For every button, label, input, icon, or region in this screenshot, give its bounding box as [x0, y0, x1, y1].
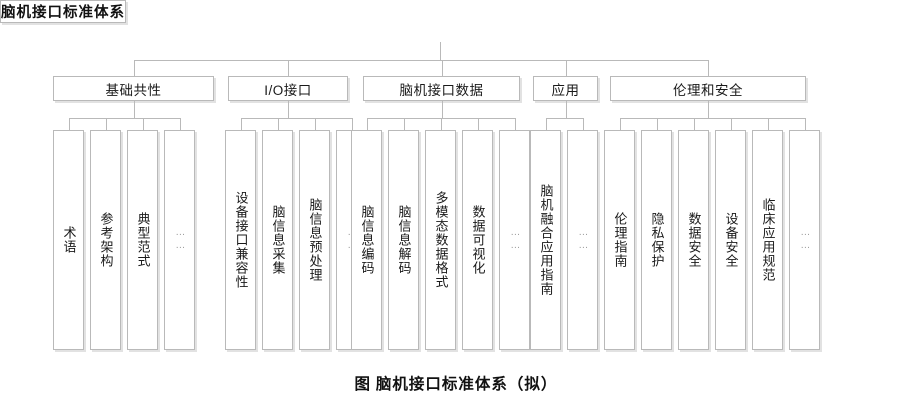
leaf-label: 脑信息采集 [270, 205, 286, 275]
leaf-label: 隐私保护 [649, 212, 665, 268]
connector-to-leaf-bci-data-2 [440, 118, 442, 130]
connector-group-bus-ethics-security [619, 118, 805, 119]
leaf-ellipsis-label: …… [509, 227, 521, 253]
category-node-io-interface[interactable]: I/O接口 [228, 76, 348, 101]
leaf-node-basic-common-3[interactable]: …… [164, 130, 195, 350]
leaf-node-bci-data-1[interactable]: 脑信息解码 [388, 130, 419, 350]
leaf-label: 脑机融合应用指南 [538, 184, 554, 296]
connector-to-leaf-bci-data-1 [403, 118, 405, 130]
connector-to-leaf-ethics-security-5 [804, 118, 806, 130]
leaf-label: 数据可视化 [470, 205, 486, 275]
leaf-label: 多模态数据格式 [433, 191, 449, 289]
connector-to-leaf-basic-common-2 [142, 118, 144, 130]
connector-category-stem-bci-data [441, 101, 443, 118]
connector-category-stem-basic-common [133, 101, 135, 118]
leaf-node-io-interface-0[interactable]: 设备接口兼容性 [225, 130, 256, 350]
leaf-label: 典型范式 [135, 212, 151, 268]
leaf-label: 设备接口兼容性 [233, 191, 249, 289]
leaf-node-ethics-security-3[interactable]: 设备安全 [715, 130, 746, 350]
connector-to-leaf-bci-data-4 [514, 118, 516, 130]
leaf-node-basic-common-1[interactable]: 参考架构 [90, 130, 121, 350]
leaf-node-bci-data-3[interactable]: 数据可视化 [462, 130, 493, 350]
connector-to-leaf-application-0 [545, 118, 547, 130]
category-node-bci-data[interactable]: 脑机接口数据 [363, 76, 520, 101]
leaf-label: 伦理指南 [612, 212, 628, 268]
connector-to-leaf-io-interface-3 [351, 118, 353, 130]
leaf-node-ethics-security-4[interactable]: 临床应用规范 [752, 130, 783, 350]
leaf-ellipsis-label: …… [799, 227, 811, 253]
leaf-node-bci-data-4[interactable]: …… [499, 130, 530, 350]
connector-category-stem-ethics-security [708, 101, 709, 118]
leaf-node-ethics-security-1[interactable]: 隐私保护 [641, 130, 672, 350]
leaf-node-io-interface-2[interactable]: 脑信息预处理 [299, 130, 330, 350]
leaf-node-basic-common-2[interactable]: 典型范式 [127, 130, 158, 350]
connector-to-leaf-bci-data-3 [477, 118, 479, 130]
connector-to-leaf-basic-common-0 [68, 118, 70, 130]
category-node-basic-common[interactable]: 基础共性 [53, 76, 214, 101]
connector-to-leaf-ethics-security-0 [619, 118, 621, 130]
connector-to-leaf-ethics-security-1 [656, 118, 658, 130]
connector-top-bus [133, 60, 708, 61]
connector-to-category-application [565, 60, 567, 76]
leaf-ellipsis-label: …… [174, 227, 186, 253]
connector-to-leaf-io-interface-0 [240, 118, 242, 130]
connector-group-bus-io-interface [240, 118, 352, 119]
connector-to-leaf-ethics-security-3 [730, 118, 732, 130]
leaf-label: 脑信息编码 [359, 205, 375, 275]
leaf-node-basic-common-0[interactable]: 术语 [53, 130, 84, 350]
connector-to-leaf-ethics-security-4 [767, 118, 769, 130]
figure-caption: 图 脑机接口标准体系（拟） [354, 376, 558, 393]
connector-to-leaf-io-interface-2 [314, 118, 316, 130]
connector-to-leaf-io-interface-1 [277, 118, 279, 130]
connector-to-category-basic-common [133, 60, 135, 76]
connector-group-bus-application [545, 118, 583, 119]
category-node-ethics-security[interactable]: 伦理和安全 [610, 76, 806, 101]
connector-root-stem [440, 42, 441, 60]
connector-to-leaf-bci-data-0 [366, 118, 368, 130]
leaf-node-application-1[interactable]: …… [567, 130, 598, 350]
leaf-node-io-interface-1[interactable]: 脑信息采集 [262, 130, 293, 350]
leaf-node-ethics-security-2[interactable]: 数据安全 [678, 130, 709, 350]
connector-to-category-io-interface [288, 60, 289, 76]
leaf-node-ethics-security-0[interactable]: 伦理指南 [604, 130, 635, 350]
leaf-label: 设备安全 [723, 212, 739, 268]
connector-to-leaf-basic-common-1 [105, 118, 107, 130]
leaf-label: 术语 [61, 226, 77, 254]
leaf-node-bci-data-2[interactable]: 多模态数据格式 [425, 130, 456, 350]
category-node-application[interactable]: 应用 [533, 76, 598, 101]
leaf-label: 脑信息解码 [396, 205, 412, 275]
root-node-brain-computer-interface-standard-system[interactable]: 脑机接口标准体系 [0, 0, 126, 23]
connector-category-stem-application [565, 101, 567, 118]
leaf-node-ethics-security-5[interactable]: …… [789, 130, 820, 350]
connector-to-category-bci-data [441, 60, 443, 76]
connector-group-bus-basic-common [68, 118, 180, 119]
connector-to-leaf-application-1 [582, 118, 584, 130]
connector-to-leaf-basic-common-3 [179, 118, 181, 130]
leaf-node-application-0[interactable]: 脑机融合应用指南 [530, 130, 561, 350]
leaf-node-bci-data-0[interactable]: 脑信息编码 [351, 130, 382, 350]
leaf-label: 临床应用规范 [760, 198, 776, 282]
connector-to-category-ethics-security [708, 60, 709, 76]
leaf-label: 脑信息预处理 [307, 198, 323, 282]
leaf-label: 数据安全 [686, 212, 702, 268]
connector-category-stem-io-interface [288, 101, 289, 118]
connector-to-leaf-ethics-security-2 [693, 118, 695, 130]
leaf-ellipsis-label: …… [577, 227, 589, 253]
leaf-label: 参考架构 [98, 212, 114, 268]
